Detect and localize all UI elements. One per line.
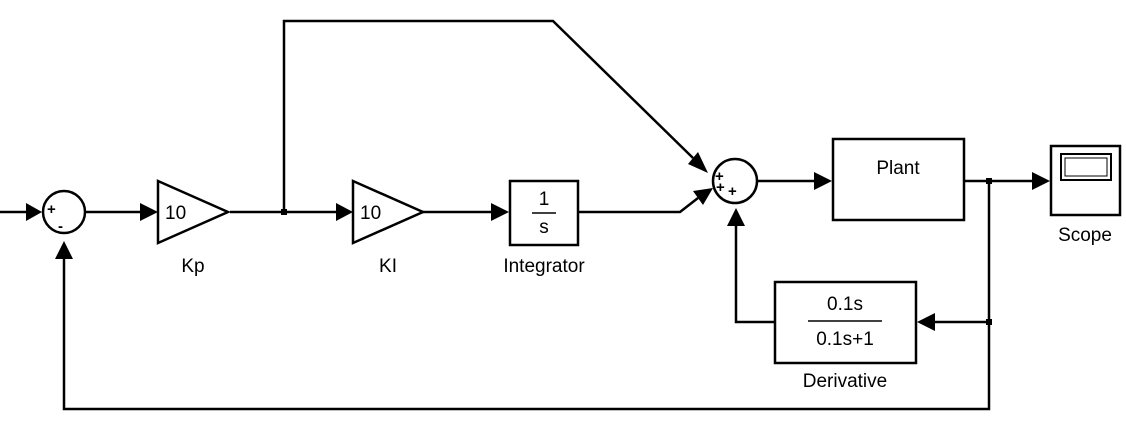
ki-gain-value: 10 bbox=[360, 203, 381, 224]
branch-point-kp-output bbox=[281, 209, 287, 215]
wire-integrator-to-sum2[interactable] bbox=[579, 197, 699, 214]
arrowhead-ki-input bbox=[336, 203, 353, 221]
wire-derivative-to-sum2[interactable] bbox=[734, 226, 774, 324]
ki-gain-block[interactable]: 10 bbox=[351, 179, 427, 245]
arrowhead-sum2-input-derivative bbox=[727, 208, 745, 226]
arrowhead-scope-input bbox=[1032, 172, 1050, 190]
integrator-numerator: 1 bbox=[539, 189, 550, 210]
arrowhead-sum2-input-bottom bbox=[693, 188, 713, 205]
arrowhead-sum2-input-top bbox=[688, 152, 708, 173]
sum2-plus-sign-middle: + bbox=[716, 179, 725, 196]
sum-block-1[interactable]: + - bbox=[41, 189, 87, 235]
wire-feedback[interactable] bbox=[62, 259, 991, 411]
sum2-plus-sign-bottom: + bbox=[728, 183, 737, 200]
arrowhead-sum1-input bbox=[26, 203, 42, 221]
sum2-plus-sign-top: + bbox=[715, 168, 724, 185]
sum1-minus-sign: - bbox=[58, 218, 63, 235]
wire-proportional-to-sum2[interactable] bbox=[282, 19, 694, 212]
sum1-plus-sign: + bbox=[47, 201, 56, 218]
kp-gain-label: Kp bbox=[181, 256, 204, 277]
ki-gain-label: KI bbox=[379, 256, 397, 277]
plant-label: Plant bbox=[876, 158, 920, 179]
scope-block[interactable] bbox=[1049, 144, 1122, 217]
arrowheads bbox=[26, 152, 1050, 331]
branch-point-feedback bbox=[986, 319, 992, 325]
arrowhead-plant-input bbox=[814, 172, 832, 190]
scope-label: Scope bbox=[1058, 225, 1112, 246]
derivative-block[interactable]: 0.1s 0.1s+1 bbox=[773, 280, 918, 365]
arrowhead-derivative-input bbox=[917, 313, 935, 331]
integrator-label: Integrator bbox=[503, 256, 585, 277]
arrowhead-sum1-feedback bbox=[55, 241, 73, 259]
derivative-denominator: 0.1s+1 bbox=[816, 329, 874, 350]
kp-gain-value: 10 bbox=[165, 203, 186, 224]
integrator-denominator: s bbox=[539, 217, 549, 238]
branch-point-plant-output bbox=[986, 178, 992, 184]
plant-block[interactable]: Plant bbox=[831, 137, 966, 222]
sum-block-2[interactable]: + + + bbox=[711, 157, 759, 205]
kp-gain-block[interactable]: 10 bbox=[156, 179, 232, 245]
arrowhead-kp-input bbox=[140, 203, 158, 221]
scope-screen-inner bbox=[1064, 157, 1108, 177]
derivative-label: Derivative bbox=[803, 371, 887, 392]
arrowhead-integrator-input bbox=[491, 203, 509, 221]
integrator-block[interactable]: 1 s bbox=[508, 179, 580, 247]
derivative-numerator: 0.1s bbox=[827, 294, 863, 315]
